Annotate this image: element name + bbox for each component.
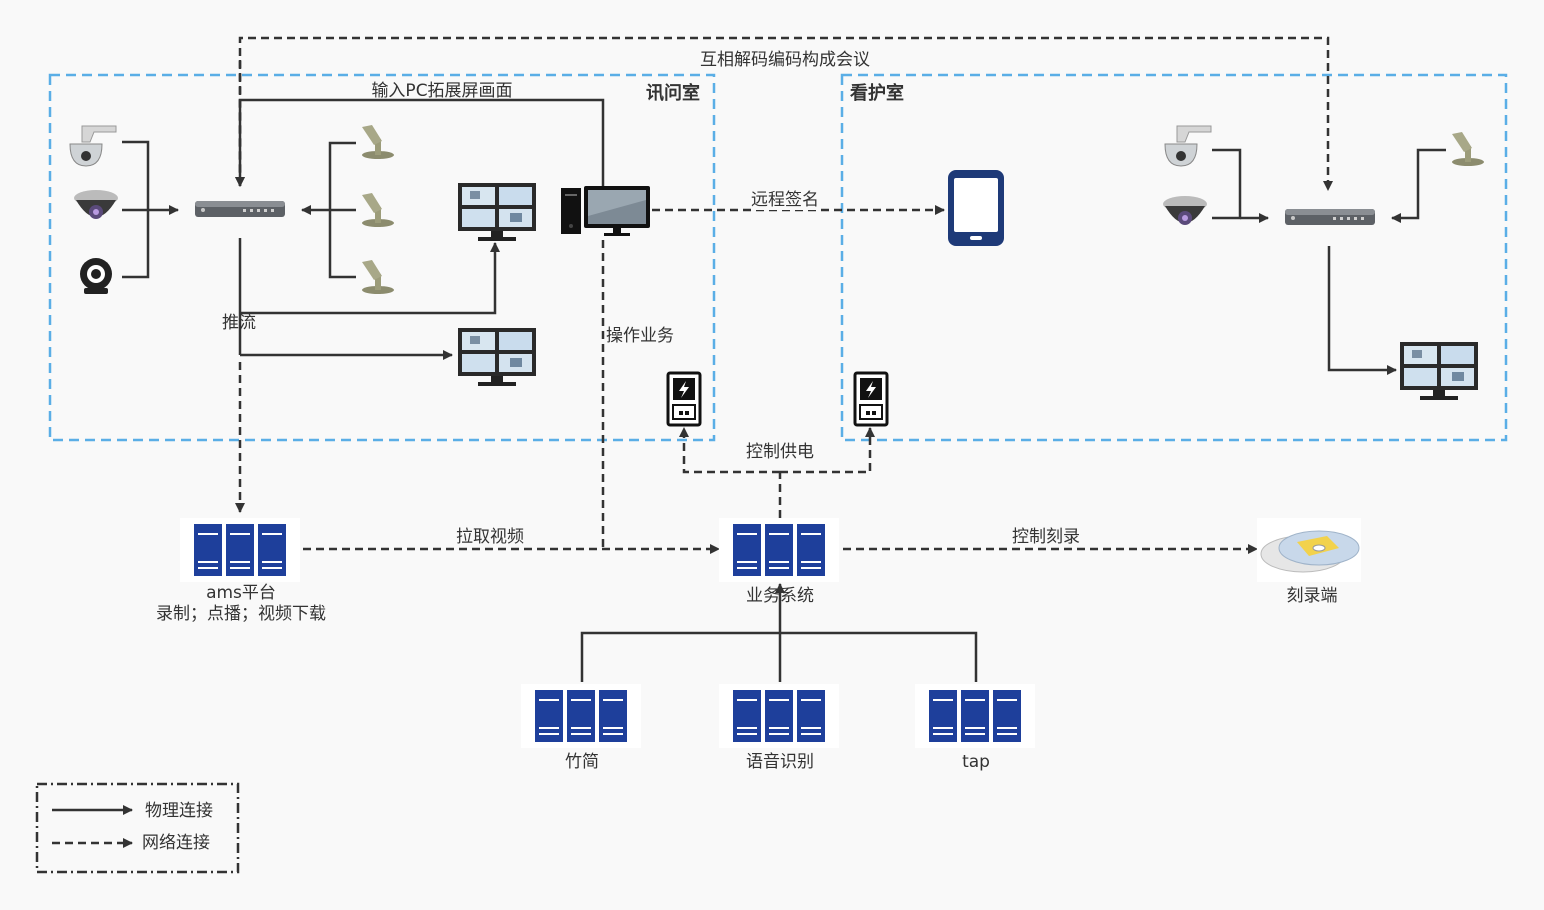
ptz-camera-icon-right: [1164, 125, 1212, 167]
monitor-wall-top: [458, 183, 536, 241]
speech-server-icon: [718, 683, 840, 749]
monitor-wall-right: [1400, 342, 1478, 400]
pc-monitor-icon: [584, 186, 650, 236]
care-room-title: 看护室: [850, 83, 904, 104]
interrogation-room-border: [48, 73, 716, 442]
mutual-decode-label: 互相解码编码构成会议: [700, 50, 870, 70]
ams-platform-label: ams平台: [206, 583, 276, 603]
dome-camera-icon-right: [1163, 196, 1207, 225]
mic-icon-1: [362, 125, 394, 159]
ptz-camera-icon: [69, 125, 117, 167]
dvr-encoder-left: [195, 201, 285, 217]
mic-icon-2: [362, 193, 394, 227]
legend-box: [35, 782, 240, 874]
ams-platform-desc: 录制；点播；视频下载: [156, 604, 326, 624]
dvr-to-monitor-top: [240, 242, 500, 315]
burner-label: 刻录端: [1286, 586, 1338, 606]
ams-server-icon: [179, 517, 301, 583]
webcam-icon: [80, 258, 112, 294]
tap-label: tap: [962, 752, 990, 772]
control-power-left: [679, 427, 780, 474]
legend-physical-label: 物理连接: [145, 801, 213, 821]
care-room-border: [840, 73, 1508, 442]
business-system-label: 业务系统: [746, 586, 814, 606]
business-server-icon: [718, 517, 840, 583]
power-controller-right: [853, 371, 889, 427]
control-power-label: 控制供电: [746, 442, 814, 462]
mic-to-dvr-right: [1391, 148, 1446, 223]
remote-sign-label: 远程签名: [751, 190, 819, 210]
pc-tower-icon: [561, 188, 581, 234]
pc-extend-label: 输入PC拓展屏画面: [371, 81, 513, 101]
push-stream-label: 推流: [222, 313, 256, 333]
dvr-to-monitor-right: [1327, 246, 1397, 375]
camera-bracket-right: [1212, 148, 1242, 220]
operate-business-label: 操作业务: [606, 326, 674, 346]
zhutong-server-icon: [520, 683, 642, 749]
tap-server-icon: [914, 683, 1036, 749]
mutual-decode-line: [238, 36, 1333, 191]
interrogation-room-title: 讯问室: [646, 83, 700, 104]
pull-video-label: 拉取视频: [456, 527, 524, 547]
mic-icon-right: [1452, 132, 1484, 166]
disc-burner-icon: [1257, 518, 1361, 582]
power-controller-left: [666, 371, 702, 427]
speech-recognition-label: 语音识别: [746, 752, 814, 772]
mic-icon-3: [362, 260, 394, 294]
control-power-right: [780, 427, 875, 474]
tablet-icon: [948, 170, 1004, 246]
dvr-encoder-right: [1285, 209, 1375, 225]
dome-camera-icon: [74, 190, 118, 219]
monitor-wall-bottom: [458, 328, 536, 386]
pc-extend-line: [235, 98, 605, 187]
control-burn-label: 控制刻录: [1012, 527, 1080, 547]
zhutong-label: 竹简: [565, 752, 599, 772]
legend-network-label: 网络连接: [142, 833, 210, 853]
